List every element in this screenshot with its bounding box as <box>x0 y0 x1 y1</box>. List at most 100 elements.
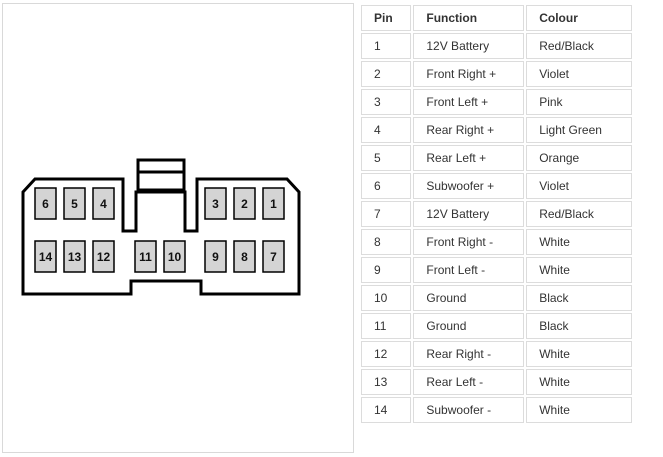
column-header-function: Function <box>413 5 525 31</box>
pin-terminal <box>34 187 57 220</box>
connector-pin: 4 <box>92 187 115 220</box>
function-cell: Front Left + <box>413 89 525 115</box>
pin-terminal <box>233 240 256 273</box>
connector-latch <box>136 158 186 192</box>
pin-label: 14 <box>39 250 53 264</box>
pin-number-cell: 6 <box>361 173 412 199</box>
function-cell: Ground <box>413 285 525 311</box>
connector-pin: 10 <box>163 240 186 273</box>
pin-number-cell: 7 <box>361 201 412 227</box>
function-cell: Front Right + <box>413 61 525 87</box>
colour-cell: Light Green <box>526 117 632 143</box>
pin-terminal <box>63 240 86 273</box>
colour-cell: White <box>526 341 632 367</box>
function-cell: Rear Left + <box>413 145 525 171</box>
table-header-row: Pin Function Colour <box>361 5 632 31</box>
colour-cell: Red/Black <box>526 33 632 59</box>
pin-terminal <box>262 240 285 273</box>
pin-terminal <box>262 187 285 220</box>
pin-number-cell: 4 <box>361 117 412 143</box>
pin-label: 13 <box>68 250 82 264</box>
pin-label: 12 <box>97 250 111 264</box>
pin-number-cell: 2 <box>361 61 412 87</box>
pin-terminal <box>92 187 115 220</box>
pin-label: 7 <box>270 250 277 264</box>
pin-label: 8 <box>241 250 248 264</box>
pin-label: 10 <box>168 250 182 264</box>
connector-housing-outline <box>21 177 301 296</box>
function-cell: Rear Right + <box>413 117 525 143</box>
connector-pin: 7 <box>262 240 285 273</box>
connector-pin: 8 <box>233 240 256 273</box>
colour-cell: White <box>526 229 632 255</box>
pin-label: 4 <box>100 197 107 211</box>
pin-label: 3 <box>212 197 219 211</box>
pin-label: 1 <box>270 197 277 211</box>
colour-cell: Orange <box>526 145 632 171</box>
pin-terminal <box>34 240 57 273</box>
connector-pin: 12 <box>92 240 115 273</box>
function-cell: 12V Battery <box>413 201 525 227</box>
colour-cell: Black <box>526 285 632 311</box>
pin-number-cell: 9 <box>361 257 412 283</box>
colour-cell: Black <box>526 313 632 339</box>
connector-pin: 13 <box>63 240 86 273</box>
pin-number-cell: 13 <box>361 369 412 395</box>
column-header-pin: Pin <box>361 5 412 31</box>
colour-cell: White <box>526 369 632 395</box>
function-cell: Rear Right - <box>413 341 525 367</box>
function-cell: Rear Left - <box>413 369 525 395</box>
pin-terminal <box>163 240 186 273</box>
pin-terminal <box>204 187 227 220</box>
connector-pin: 1 <box>262 187 285 220</box>
function-cell: Ground <box>413 313 525 339</box>
colour-cell: Red/Black <box>526 201 632 227</box>
colour-cell: White <box>526 257 632 283</box>
colour-cell: Pink <box>526 89 632 115</box>
pin-terminal <box>134 240 157 273</box>
pin-number-cell: 1 <box>361 33 412 59</box>
connector-pin: 5 <box>63 187 86 220</box>
pin-number-cell: 5 <box>361 145 412 171</box>
connector-pin: 9 <box>204 240 227 273</box>
pin-number-cell: 11 <box>361 313 412 339</box>
column-header-colour: Colour <box>526 5 632 31</box>
connector-pins: 6 5 4 3 2 1 14 13 12 11 10 9 8 7 <box>34 187 285 273</box>
pin-label: 9 <box>212 250 219 264</box>
function-cell: Subwoofer - <box>413 397 525 423</box>
colour-cell: Violet <box>526 61 632 87</box>
pin-number-cell: 12 <box>361 341 412 367</box>
pin-label: 6 <box>42 197 49 211</box>
pin-number-cell: 8 <box>361 229 412 255</box>
pin-label: 5 <box>71 197 78 211</box>
colour-cell: Violet <box>526 173 632 199</box>
connector-pin: 11 <box>134 240 157 273</box>
connector-pin: 2 <box>233 187 256 220</box>
connector-diagram-panel: 6 5 4 3 2 1 14 13 12 11 10 9 8 7 <box>2 3 354 453</box>
pin-label: 2 <box>241 197 248 211</box>
function-cell: Subwoofer + <box>413 173 525 199</box>
pin-number-cell: 14 <box>361 397 412 423</box>
connector-pin: 14 <box>34 240 57 273</box>
connector-pin: 6 <box>34 187 57 220</box>
pin-terminal <box>92 240 115 273</box>
pin-number-cell: 3 <box>361 89 412 115</box>
pin-label: 11 <box>139 250 152 264</box>
pin-terminal <box>204 240 227 273</box>
pin-terminal <box>63 187 86 220</box>
